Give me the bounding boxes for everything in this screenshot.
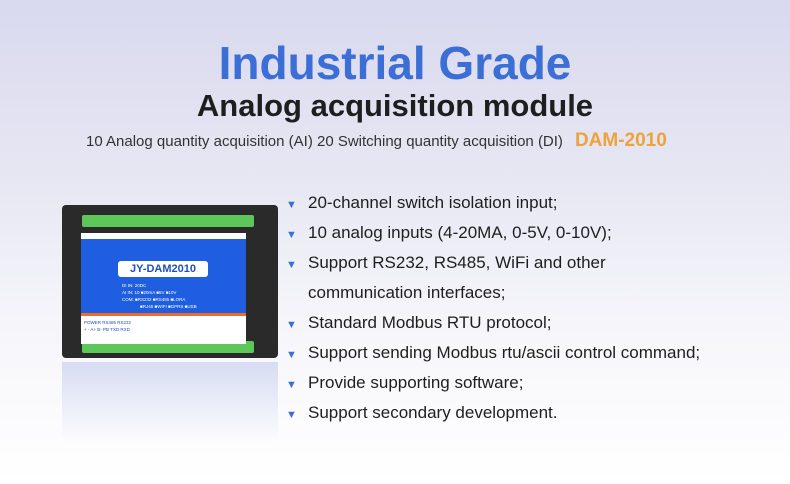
device-image: JY-DAM2010 DI IN: 20DC AI IN: 10 ■20mA ■… <box>62 205 278 358</box>
bullet-triangle-icon: ▼ <box>286 259 297 271</box>
device-bottom-panel <box>81 313 246 344</box>
subheadline: Analog acquisition module <box>196 88 594 123</box>
model-name: DAM-2010 <box>574 130 667 151</box>
feature-item: ▼Provide supporting software; <box>286 368 700 398</box>
feature-item: ▼20-channel switch isolation input; <box>286 188 700 218</box>
description-line: 10 Analog quantity acquisition (AI) 20 S… <box>86 130 667 152</box>
top-terminal-block <box>82 215 254 227</box>
device-label: JY-DAM2010 <box>118 261 208 277</box>
bullet-triangle-icon: ▼ <box>286 199 297 211</box>
feature-item: ▼10 analog inputs (4-20MA, 0-5V, 0-10V); <box>286 218 700 248</box>
feature-item: ▼Support secondary development. <box>286 398 700 428</box>
feature-item: ▼Standard Modbus RTU protocol; <box>286 308 700 338</box>
pin-labels: + - A+ B- PB TXD RXD <box>84 327 130 332</box>
bullet-triangle-icon: ▼ <box>286 349 297 361</box>
ai-spec: AI IN: 10 ■20mA ■5V ■10V <box>122 290 177 295</box>
bullet-triangle-icon: ▼ <box>286 409 297 421</box>
feature-item: ▼Support RS232, RS485, WiFi and other <box>286 248 700 278</box>
com-spec-2: ■RJ45 ■WIFI ■GPRS ■USB <box>140 304 197 309</box>
description: 10 Analog quantity acquisition (AI) 20 S… <box>86 133 563 150</box>
com-spec: COM: ■RS232 ■RS485 ■LORA <box>122 297 186 302</box>
feature-list: ▼20-channel switch isolation input; ▼10 … <box>286 188 700 428</box>
bullet-triangle-icon: ▼ <box>286 379 297 391</box>
headline: Industrial Grade <box>218 37 572 89</box>
di-spec: DI IN: 20DC <box>122 283 147 288</box>
top-pin-numbers <box>81 233 246 239</box>
device-reflection <box>62 362 278 442</box>
bullet-triangle-icon: ▼ <box>286 319 297 331</box>
feature-item-continued: communication interfaces; <box>308 283 506 302</box>
bullet-triangle-icon: ▼ <box>286 229 297 241</box>
bottom-terminal-block <box>82 341 254 353</box>
port-labels: POWER RS485 RS232 <box>84 320 132 325</box>
feature-item: ▼Support sending Modbus rtu/ascii contro… <box>286 338 700 368</box>
